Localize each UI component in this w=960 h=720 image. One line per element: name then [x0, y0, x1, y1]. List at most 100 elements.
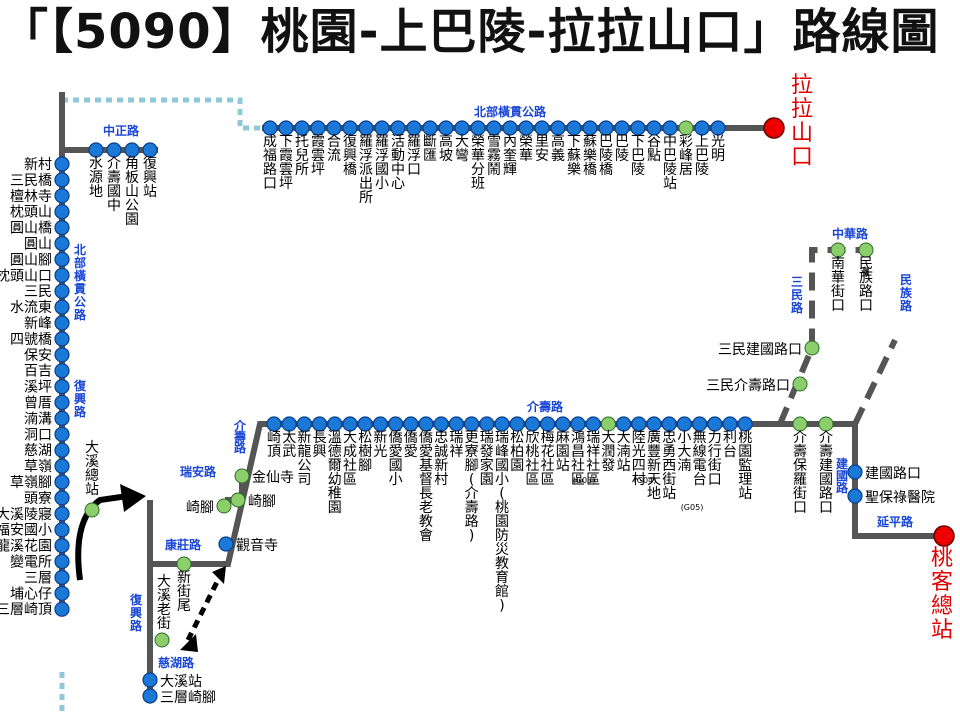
stop-mid-5[interactable]	[342, 416, 358, 432]
stop-top-15[interactable]	[502, 120, 518, 136]
stop-daxi-hub[interactable]	[84, 502, 100, 518]
stop-mid-10[interactable]	[418, 416, 434, 432]
stop-top-17[interactable]	[534, 120, 550, 136]
stop-top-27[interactable]	[694, 120, 710, 136]
stop-left-22[interactable]	[54, 506, 70, 522]
stop-south-0[interactable]	[218, 536, 234, 552]
stop-left-3[interactable]	[54, 204, 70, 220]
stop-top-19[interactable]	[566, 120, 582, 136]
stop-top-20[interactable]	[582, 120, 598, 136]
stop-top-10[interactable]	[422, 120, 438, 136]
stop-right-0[interactable]	[792, 416, 808, 432]
stop-left-13[interactable]	[54, 363, 70, 379]
stop-mid-28[interactable]	[691, 416, 708, 432]
stop-top-1[interactable]	[278, 120, 294, 136]
stop-top-4[interactable]	[326, 120, 342, 136]
stop-left-20[interactable]	[54, 474, 70, 490]
stop-top-26[interactable]	[678, 120, 694, 136]
stop-mid-8[interactable]	[388, 416, 404, 432]
stop-mid-17[interactable]	[524, 416, 541, 432]
stop-mid-24[interactable]	[631, 416, 647, 432]
stop-mid-0[interactable]	[266, 416, 282, 432]
stop-left-4[interactable]	[54, 220, 70, 236]
stop-mid-15[interactable]	[494, 416, 510, 432]
stop-left-11[interactable]	[54, 331, 70, 347]
stop-top-3[interactable]	[310, 120, 326, 136]
stop-right-7[interactable]	[847, 488, 863, 504]
stop-mid-12[interactable]	[448, 416, 464, 432]
stop-mid-2[interactable]	[296, 416, 312, 432]
stop-left-0[interactable]	[54, 156, 70, 172]
stop-mid-3[interactable]	[312, 416, 328, 432]
stop-mid-13[interactable]	[464, 416, 480, 432]
stop-mid-20[interactable]	[570, 416, 586, 432]
stop-top-7[interactable]	[374, 120, 390, 136]
stop-left-2[interactable]	[54, 188, 70, 204]
stop-zz-1[interactable]	[106, 142, 122, 158]
stop-mid-16[interactable]	[509, 416, 525, 432]
stop-left-9[interactable]	[54, 299, 70, 315]
stop-left-19[interactable]	[54, 458, 70, 474]
stop-left-24[interactable]	[54, 537, 70, 554]
stop-mid-18[interactable]	[539, 416, 556, 432]
terminal-taoke[interactable]	[933, 525, 955, 547]
stop-left-27[interactable]	[54, 585, 70, 601]
stop-left-21[interactable]	[54, 490, 70, 506]
stop-right-3[interactable]	[792, 376, 808, 392]
stop-mid-11[interactable]	[433, 416, 449, 432]
stop-mid-27[interactable]	[676, 416, 693, 432]
stop-right-5[interactable]	[858, 242, 874, 258]
stop-zz-0[interactable]	[88, 142, 104, 158]
stop-right-6[interactable]	[847, 464, 863, 480]
stop-left-1[interactable]	[54, 172, 70, 188]
stop-top-12[interactable]	[454, 120, 470, 136]
stop-mid-29[interactable]	[707, 416, 723, 432]
stop-mid-9[interactable]	[403, 416, 419, 432]
stop-right-2[interactable]	[804, 340, 820, 356]
stop-south-3[interactable]	[142, 672, 158, 688]
stop-top-23[interactable]	[630, 120, 646, 136]
stop-top-18[interactable]	[550, 120, 566, 136]
stop-mid-30[interactable]	[722, 416, 738, 432]
stop-mid-23[interactable]	[615, 416, 632, 432]
stop-south-2[interactable]	[154, 632, 170, 648]
stop-top-16[interactable]	[518, 120, 534, 136]
stop-mid-22[interactable]	[600, 416, 616, 432]
stop-left-26[interactable]	[54, 569, 70, 586]
stop-right-4[interactable]	[830, 242, 846, 258]
stop-ruian-1[interactable]	[216, 498, 232, 514]
stop-top-6[interactable]	[358, 120, 374, 136]
stop-left-6[interactable]	[54, 251, 70, 267]
stop-left-5[interactable]	[54, 235, 70, 252]
stop-left-23[interactable]	[54, 522, 70, 538]
stop-mid-26[interactable]	[661, 416, 677, 432]
terminal-lalashankou[interactable]	[763, 117, 785, 139]
stop-top-2[interactable]	[294, 120, 310, 136]
stop-top-28[interactable]	[710, 120, 726, 136]
stop-right-1[interactable]	[818, 416, 834, 432]
stop-mid-31[interactable]	[737, 416, 753, 432]
stop-top-24[interactable]	[646, 120, 662, 136]
stop-left-15[interactable]	[54, 394, 70, 411]
stop-top-0[interactable]	[262, 120, 278, 136]
stop-mid-25[interactable]	[646, 416, 662, 432]
stop-top-22[interactable]	[614, 120, 630, 136]
stop-zz-3[interactable]	[142, 142, 158, 158]
stop-top-13[interactable]	[470, 120, 486, 136]
stop-left-14[interactable]	[54, 379, 70, 395]
stop-left-16[interactable]	[54, 410, 70, 426]
stop-mid-6[interactable]	[357, 416, 373, 432]
stop-mid-1[interactable]	[281, 416, 297, 432]
stop-south-4[interactable]	[142, 688, 158, 704]
stop-mid-19[interactable]	[555, 416, 571, 432]
stop-left-12[interactable]	[54, 347, 70, 363]
stop-top-11[interactable]	[438, 120, 454, 136]
stop-top-9[interactable]	[406, 120, 422, 136]
stop-top-21[interactable]	[598, 120, 614, 136]
stop-ruian-0[interactable]	[234, 468, 250, 484]
stop-zz-2[interactable]	[124, 142, 140, 158]
stop-left-18[interactable]	[54, 442, 70, 458]
stop-left-10[interactable]	[54, 315, 70, 331]
stop-left-7[interactable]	[54, 267, 70, 283]
stop-top-14[interactable]	[486, 120, 502, 136]
